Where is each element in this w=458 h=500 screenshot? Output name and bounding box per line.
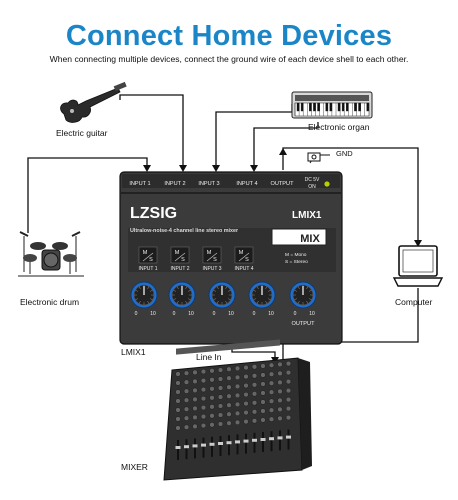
input-gain-knob[interactable]: 0 10 [208, 281, 236, 317]
ms-input-label: INPUT 2 [170, 266, 189, 272]
knob-scale-max: 10 [188, 311, 194, 317]
knob-scale-max: 10 [309, 311, 315, 317]
mixer-label: MIXER [121, 462, 148, 472]
drum-kit-icon [18, 231, 84, 277]
studio-mixer-device [163, 339, 312, 481]
panel-dc-label: DC 5V [305, 177, 320, 183]
line-in-cable [231, 348, 276, 360]
output-to-computer-cable [282, 147, 419, 245]
electric-guitar-label: Electric guitar [56, 128, 108, 138]
model-name: LMIX1 [292, 210, 322, 221]
panel-input-jack-label: INPUT 3 [198, 181, 219, 187]
electric-guitar-icon [60, 81, 127, 123]
page-title: Connect Home Devices [65, 20, 393, 52]
ms-input-label: INPUT 4 [234, 266, 253, 272]
knob-scale-max: 10 [268, 311, 274, 317]
organ-cable-2 [253, 122, 319, 170]
ms-switch-s-label: S [149, 257, 153, 263]
laptop-icon [392, 245, 444, 287]
brand-name: LZSIG [130, 205, 177, 222]
power-led-icon [324, 181, 330, 187]
input-gain-knob[interactable]: 0 10 [130, 281, 158, 317]
electronic-drum-label: Electronic drum [20, 297, 80, 307]
ms-switch-m-label: M [175, 250, 180, 256]
panel-input-jack-label: INPUT 4 [236, 181, 257, 187]
guitar-cable [119, 94, 184, 170]
knob-scale-min: 0 [253, 311, 256, 317]
ms-switch-s-label: S [213, 257, 217, 263]
drum-cable [27, 157, 148, 233]
gnd-connector-icon [307, 152, 321, 162]
mix-logo-text: MIX [300, 233, 320, 245]
ms-switch-m-label: M [143, 250, 148, 256]
ms-switch-m-label: M [239, 250, 244, 256]
panel-dc-on-label: ON [308, 184, 316, 190]
ms-input-label: INPUT 3 [202, 266, 221, 272]
electronic-organ-label: Electronic organ [308, 122, 370, 132]
ms-switch[interactable]: MS [202, 246, 222, 264]
output-volume-knob[interactable]: 0 10 [289, 281, 317, 317]
output-knob-label: OUTPUT [292, 321, 316, 327]
ms-switch[interactable]: MS [138, 246, 158, 264]
ms-switch-s-label: S [245, 257, 249, 263]
mode-mono-legend: M = Mono [285, 252, 307, 258]
knob-scale-min: 0 [135, 311, 138, 317]
panel-input-jack-label: INPUT 1 [129, 181, 150, 187]
panel-input-jack-label: INPUT 2 [164, 181, 185, 187]
gnd-label: GND [336, 149, 353, 158]
line-in-label: Line In [196, 352, 222, 362]
input-gain-knob[interactable]: 0 10 [248, 281, 276, 317]
tagline: Ultralow-noise-4 channel line stereo mix… [130, 228, 239, 234]
ms-switch[interactable]: MS [170, 246, 190, 264]
lmix1-label: LMIX1 [121, 347, 146, 357]
panel-output-jack-label: OUTPUT [271, 181, 295, 187]
mode-stereo-legend: S = Stereo [285, 259, 308, 265]
computer-to-mixer-cable [282, 288, 419, 360]
ms-switch[interactable]: MS [234, 246, 254, 264]
knob-scale-max: 10 [150, 311, 156, 317]
knob-scale-min: 0 [294, 311, 297, 317]
ms-switch-s-label: S [181, 257, 185, 263]
input-gain-knob[interactable]: 0 10 [168, 281, 196, 317]
page-subtitle: When connecting multiple devices, connec… [49, 54, 409, 64]
mix-logo-badge [271, 228, 327, 246]
ms-input-label: INPUT 1 [138, 266, 157, 272]
knob-scale-min: 0 [213, 311, 216, 317]
knob-scale-max: 10 [228, 311, 234, 317]
keyboard-icon [291, 91, 373, 119]
knob-scale-min: 0 [173, 311, 176, 317]
computer-label: Computer [395, 297, 433, 307]
ms-switch-m-label: M [207, 250, 212, 256]
